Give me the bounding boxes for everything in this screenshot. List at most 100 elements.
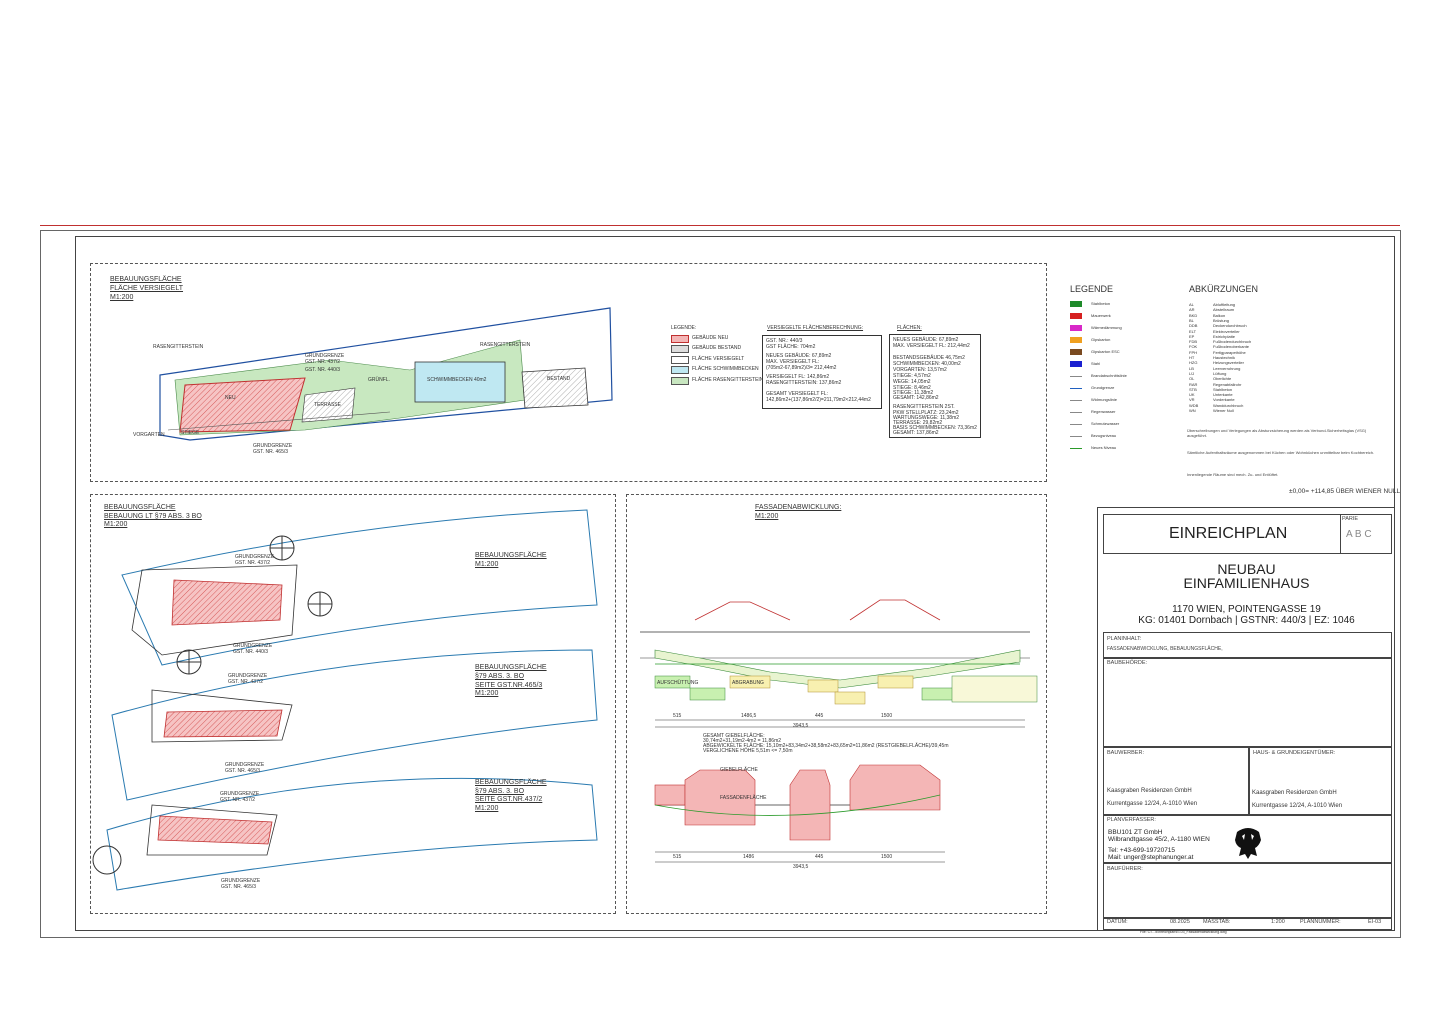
fl-line-2: BESTANDSGEBÄUDE 46,75m2 [893,355,965,361]
panel3-title: FASSADENABWICKLUNG: [755,504,842,511]
lot-b [151,689,293,743]
legend-swatch [1070,313,1082,319]
path [167,411,391,431]
abbr-value: Stahlbeton [1213,386,1233,392]
label-bestand: BESTAND [547,376,571,382]
legend-swatch [1070,361,1082,367]
label-grundgrenze-1: GRUNDGRENZE [305,353,345,359]
abbr-value: Lüftung [1213,370,1227,376]
sub2-l2: §79 ABS. 3. BO [475,673,525,680]
fl-line-9: GESAMT: 142,86m2 [893,395,939,401]
parie-label: PARIE [1342,516,1359,522]
architect-logo-icon [1235,828,1261,859]
small-legend-swatch-0 [671,335,689,343]
abbr-key: EP [1189,333,1195,339]
bebauung-plans [92,509,598,891]
fl-line-0: NEUES GEBÄUDE: 67,89m2 [893,337,959,343]
p2-gst-465-d: GST. NR. 465/3 [225,768,261,774]
sheet-frame [40,230,1401,938]
plan-type: EINREICHPLAN [1169,525,1288,542]
bauwerber-addr: Kurrentgasse 12/24, A-1010 Wien [1107,801,1198,807]
legend-label: Mauerwerk [1091,313,1111,318]
masstab-label: MASSTAB: [1203,919,1231,925]
p2-grundgrenze-e: GRUNDGRENZE [220,791,260,797]
label-gruenfl: GRÜNFL. [368,377,390,383]
dim-bot-3: 1500 [881,854,893,860]
panel-bebauung [90,494,616,914]
abbr-key: AR [1189,307,1195,313]
abbr-value: Haustechnik [1213,355,1236,360]
abbr-value: Deckendurchbruch [1213,323,1247,329]
planinhalt-cell [1103,632,1392,659]
baufuehrer-label: BAUFÜHRER: [1107,866,1143,872]
panel1-title: BEBAUUNGSFLÄCHE [110,276,182,283]
planverfasser-label: PLANVERFASSER: [1107,817,1156,823]
panel-fassade [626,494,1047,914]
calc-line-3: MAX. VERSIEGELT FL: [766,359,820,365]
legend-label: Neues Niveau [1091,445,1117,450]
abbr-key: DDB [1189,323,1198,329]
abbr-value: Estrichplatte [1213,333,1236,339]
abbr-key: WDB [1189,402,1199,408]
calc-box: GST. NR.: 440/3 GST FLÄCHE: 704m2 NEUES … [762,335,882,409]
p2-gst-465-f: GST. NR. 465/3 [221,884,257,890]
small-legend-label-4: FLÄCHE RASENGITTERSTEIN [692,377,764,383]
planverfasser-addr: Wilbrandtgasse 45/2, A-1180 WIEN [1108,836,1210,843]
p2-grundgrenze-b: GRUNDGRENZE [233,643,273,649]
calc-line-4: (705m2-67,89m2)/3= 212,44m2 [766,365,837,371]
band-a [121,509,598,666]
panel1-subtitle: FLÄCHE VERSIEGELT [110,285,184,292]
label-terrasse: TERRASSE [314,402,341,408]
p2-gst-437-a: GST. NR. 437/2 [235,560,271,566]
planverfasser-mail: Mail: unger@stephanunger.at [1108,854,1194,861]
abbr-value: Unterkante [1213,392,1233,398]
abbr-title: ABKÜRZUNGEN [1189,284,1259,294]
datum-value: 08.2025 [1170,919,1190,925]
legend-label: Gipskarton ESC [1091,349,1120,354]
datum-label: DATUM: [1107,919,1128,925]
p2-grundgrenze-c: GRUNDGRENZE [228,673,268,679]
label-gst-465: GST. NR. 465/3 [253,449,289,455]
p2-gst-440-b: GST. NR. 440/3 [233,649,269,655]
label-neu: NEU [225,395,236,401]
fl-line-12: WARTUNGSWEGE: 11,38m2 [893,415,960,421]
abbr-key: BKD [1189,312,1198,318]
planverfasser-tel: Tel: +43-699-19720715 [1108,847,1176,854]
legend-swatch [1070,376,1082,377]
facade-note-0: GESAMT GIEBELFLÄCHE: [703,733,765,739]
legend-label: Wärmedämmung [1091,325,1122,330]
legend-label: Brandabschnittslinie [1091,373,1127,378]
band-b [111,649,598,801]
panel3-scale: M1:200 [755,513,779,520]
eigentuemer-cell [1248,746,1392,816]
sub3-l3: SEITE GST.NR.437/2 [475,796,543,803]
fl-line-14: BASIS SCHWIMMBECKEN: 73,36m2 [893,425,977,431]
abbr-value: Vorderkante [1213,397,1235,403]
abbr-value: Fußbodendurchbruch [1213,339,1252,345]
abbr-key: LÜ [1189,370,1195,376]
baubehoerde-cell [1103,657,1392,748]
legend-swatch [1070,412,1082,413]
abbr-value: Leerverrohrung [1213,365,1241,371]
flaechen-box: NEUES GEBÄUDE: 67,89m2 MAX. VERSIEGELT F… [889,334,981,438]
calc-line-0: GST. NR.: 440/3 [766,338,803,344]
panel2-subtitle: BEBAUUNG LT §79 ABS. 3 BO [104,513,202,520]
calc-line-5: VERSIEGELT FL: 142,86m2 [766,374,830,380]
label-grundgrenze-2: GRUNDGRENZE [253,443,293,449]
band-c [106,777,598,891]
abbr-key: ELT [1189,328,1197,334]
p2-gst-437-e: GST. NR. 437/2 [220,797,256,803]
planinhalt-value: FASSADENABWICKLUNG, BEBAUUNGSFLÄCHE, [1107,646,1223,652]
facade-label-aufschuettung: AUFSCHÜTTUNG [657,680,699,686]
abbr-key: HT [1189,355,1195,360]
label-schwimmbecken: SCHWIMMBECKEN 40m2 [427,377,487,383]
abbr-key: OL [1189,376,1195,382]
lot-a [131,564,298,656]
bauwerber-name: Kaasgraben Residenzen GmbH [1107,788,1192,794]
abbr-value: Wiener Null [1213,408,1234,413]
footer-row [1103,917,1392,930]
label-rasengitter-1: RASENGITTERSTEIN [153,344,204,350]
dim-top-4: 3943,5 [793,723,809,729]
fl-line-3: SCHWIMMBECKEN: 40,00m2 [893,361,961,367]
eigentuemer-label: HAUS- & GRUNDEIGENTÜMER: [1253,750,1336,756]
